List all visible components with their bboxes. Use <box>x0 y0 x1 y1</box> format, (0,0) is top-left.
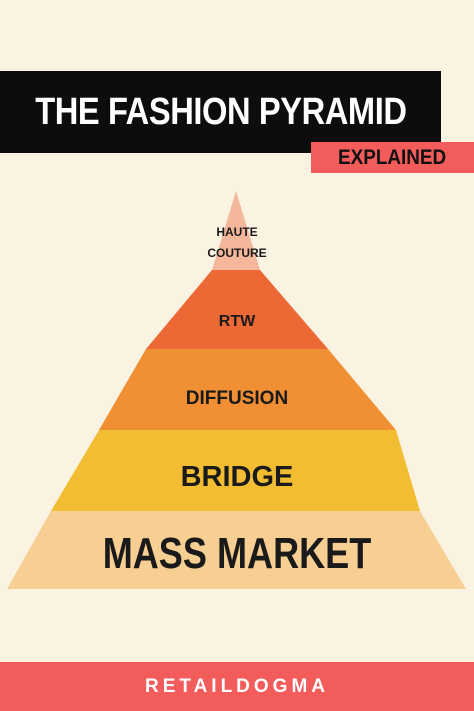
tier-label-haute: HAUTE <box>0 225 474 239</box>
label-rtw: RTW <box>218 313 256 330</box>
label-bridge: BRIDGE <box>180 461 294 493</box>
tier-label-rtw: RTW <box>0 313 474 331</box>
tier-label-bridge: BRIDGE <box>0 461 474 493</box>
label-diffusion: DIFFUSION <box>185 388 289 409</box>
subtitle-banner: EXPLAINED <box>311 142 474 173</box>
tier-label-couture: COUTURE <box>0 246 474 260</box>
tier-diffusion <box>99 349 396 430</box>
page-title: THE FASHION PYRAMID <box>34 90 407 133</box>
tier-label-diffusion: DIFFUSION <box>0 388 474 410</box>
label-couture: COUTURE <box>207 246 267 260</box>
page-subtitle: EXPLAINED <box>338 145 447 169</box>
label-haute: HAUTE <box>216 225 258 239</box>
tier-mass-market <box>7 511 466 589</box>
title-banner: THE FASHION PYRAMID <box>0 71 441 153</box>
footer-banner: RETAILDOGMA <box>0 662 474 711</box>
tier-rtw <box>146 270 328 349</box>
tier-label-mass-market: MASS MARKET <box>43 529 432 579</box>
label-mass-market: MASS MARKET <box>102 529 372 578</box>
tier-bridge <box>51 430 420 511</box>
brand-name: RETAILDOGMA <box>144 675 330 697</box>
tier-haute-couture <box>212 191 260 270</box>
